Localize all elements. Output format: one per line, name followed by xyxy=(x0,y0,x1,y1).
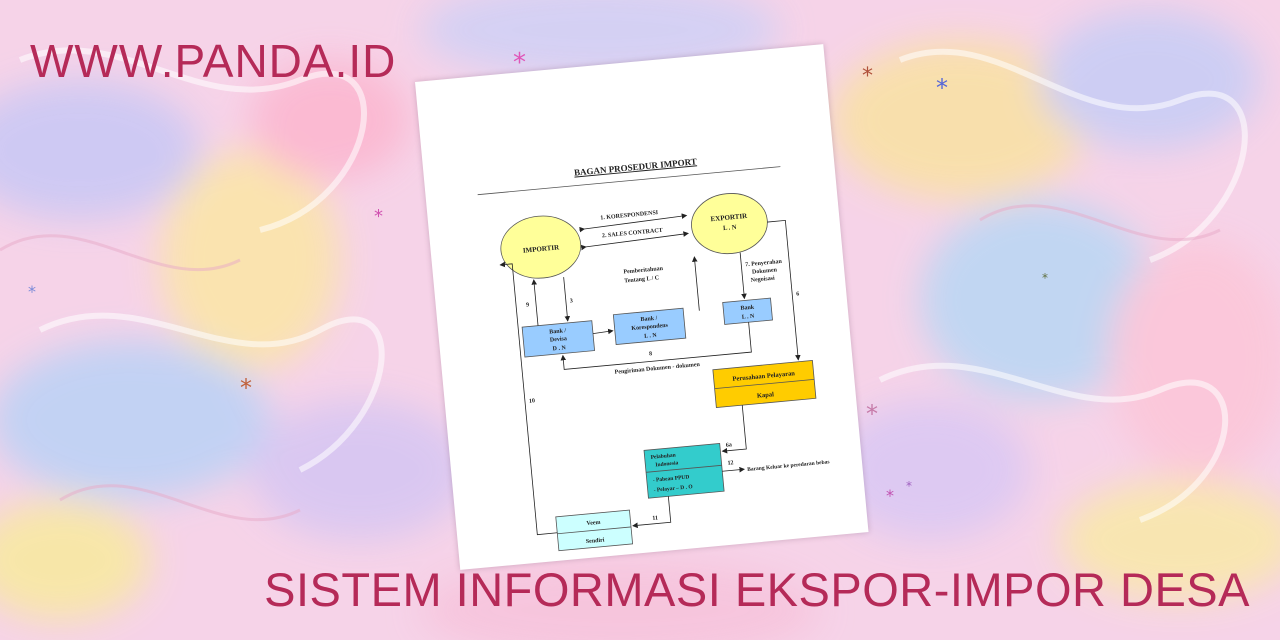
pelabuhan-item1: - Pabean PPUD xyxy=(653,474,690,483)
penyerahan-line2: Dokumen xyxy=(752,267,778,275)
arrow-3 xyxy=(563,277,571,322)
sparkle-star-icon: * xyxy=(886,486,894,505)
exportir-label-line1: EXPORTIR xyxy=(710,212,748,223)
page-caption: SISTEM INFORMASI EKSPOR-IMPOR DESA xyxy=(264,563,1250,616)
arrow-12 xyxy=(722,466,745,473)
pelabuhan-item2: - Pelayar – D . O xyxy=(653,484,693,494)
bank-kor-line2: Korespondens xyxy=(631,323,669,332)
arrow-6a xyxy=(721,405,747,454)
bank-dn-line1: Bank / xyxy=(549,328,567,336)
penyerahan-line1: 7. Penyerahan xyxy=(745,259,783,268)
bank-dn-line2: Devisa xyxy=(550,336,567,344)
arrow-11 xyxy=(632,496,672,529)
pemberitahuan-label-line2: Tentang L / C xyxy=(624,275,659,284)
sparkle-star-icon: * xyxy=(513,48,526,78)
korespondensi-label: 1. KORESPONDENSI xyxy=(600,210,659,221)
sparkle-star-icon: * xyxy=(1042,271,1048,285)
pelabuhan-divider xyxy=(646,464,722,473)
exportir-label-line2: L . N xyxy=(723,224,737,232)
bank-ln-line2: L . N xyxy=(742,314,756,321)
diagram-title: BAGAN PROSEDUR IMPORT xyxy=(574,156,698,177)
bank-kor-line1: Bank / xyxy=(640,316,658,324)
sales-contract-arrow xyxy=(580,231,689,251)
label-3: 3 xyxy=(570,298,574,304)
sales-contract-label: 2. SALES CONTRACT xyxy=(602,228,663,240)
document-page: BAGAN PROSEDUR IMPORT IMPORTIR EXPORTIR … xyxy=(415,44,869,570)
site-title: WWW.PANDA.ID xyxy=(30,35,397,87)
label-8: 8 xyxy=(649,351,653,357)
importir-label: IMPORTIR xyxy=(523,243,561,254)
label-6: 6 xyxy=(796,291,800,297)
pelabuhan-line2: Indonesia xyxy=(655,460,679,468)
procedure-diagram: BAGAN PROSEDUR IMPORT IMPORTIR EXPORTIR … xyxy=(477,156,830,552)
arrow-8 xyxy=(560,322,752,370)
sparkle-star-icon: * xyxy=(866,400,878,428)
arrow-10 xyxy=(499,261,558,536)
label-11: 11 xyxy=(652,515,658,521)
arrow-dn-kor xyxy=(592,328,614,335)
pelayaran-bottom-label: Kapal xyxy=(757,391,775,400)
sparkle-star-icon: * xyxy=(862,64,873,89)
sparkle-star-icon: * xyxy=(240,374,252,402)
sparkle-star-icon: * xyxy=(936,74,948,102)
arrow-6 xyxy=(767,219,801,361)
bank-kor-line3: L . N xyxy=(644,333,658,340)
bank-dn-line3: D . N xyxy=(552,345,566,352)
barang-keluar-label: Barang Keluar ke peredaran bebas xyxy=(747,459,830,473)
sparkle-star-icon: * xyxy=(28,282,36,301)
label-6a: 6a xyxy=(726,442,733,449)
bank-korespondens-box xyxy=(612,307,687,345)
veem-divider xyxy=(557,526,632,535)
bank-ln-line1: Bank xyxy=(740,305,755,312)
pelabuhan-box xyxy=(643,442,725,499)
document-photo: BAGAN PROSEDUR IMPORT IMPORTIR EXPORTIR … xyxy=(415,42,869,572)
exportir-node xyxy=(691,193,768,255)
arrow-7 xyxy=(739,252,747,300)
pelabuhan-line1: Pelabuhan xyxy=(650,453,676,461)
sparkle-star-icon: * xyxy=(906,479,912,493)
veem-top-label: Veem xyxy=(586,520,601,527)
veem-bottom-label: Sendiri xyxy=(586,537,605,545)
pelayaran-divider xyxy=(714,379,815,390)
sparkle-star-icon: * xyxy=(374,206,383,227)
penyerahan-line3: Negoisasi xyxy=(751,276,776,284)
label-9: 9 xyxy=(526,302,530,308)
pemberitahuan-arrow xyxy=(692,256,700,311)
pemberitahuan-label-line1: Pemberitahuan xyxy=(623,266,664,276)
bank-devisa-dn-box xyxy=(521,320,596,358)
arrow-9 xyxy=(531,279,539,326)
importir-node xyxy=(500,215,582,279)
title-rule xyxy=(477,166,781,196)
label-10: 10 xyxy=(529,398,536,405)
korespondensi-arrow xyxy=(579,213,688,233)
label-12: 12 xyxy=(727,460,734,467)
